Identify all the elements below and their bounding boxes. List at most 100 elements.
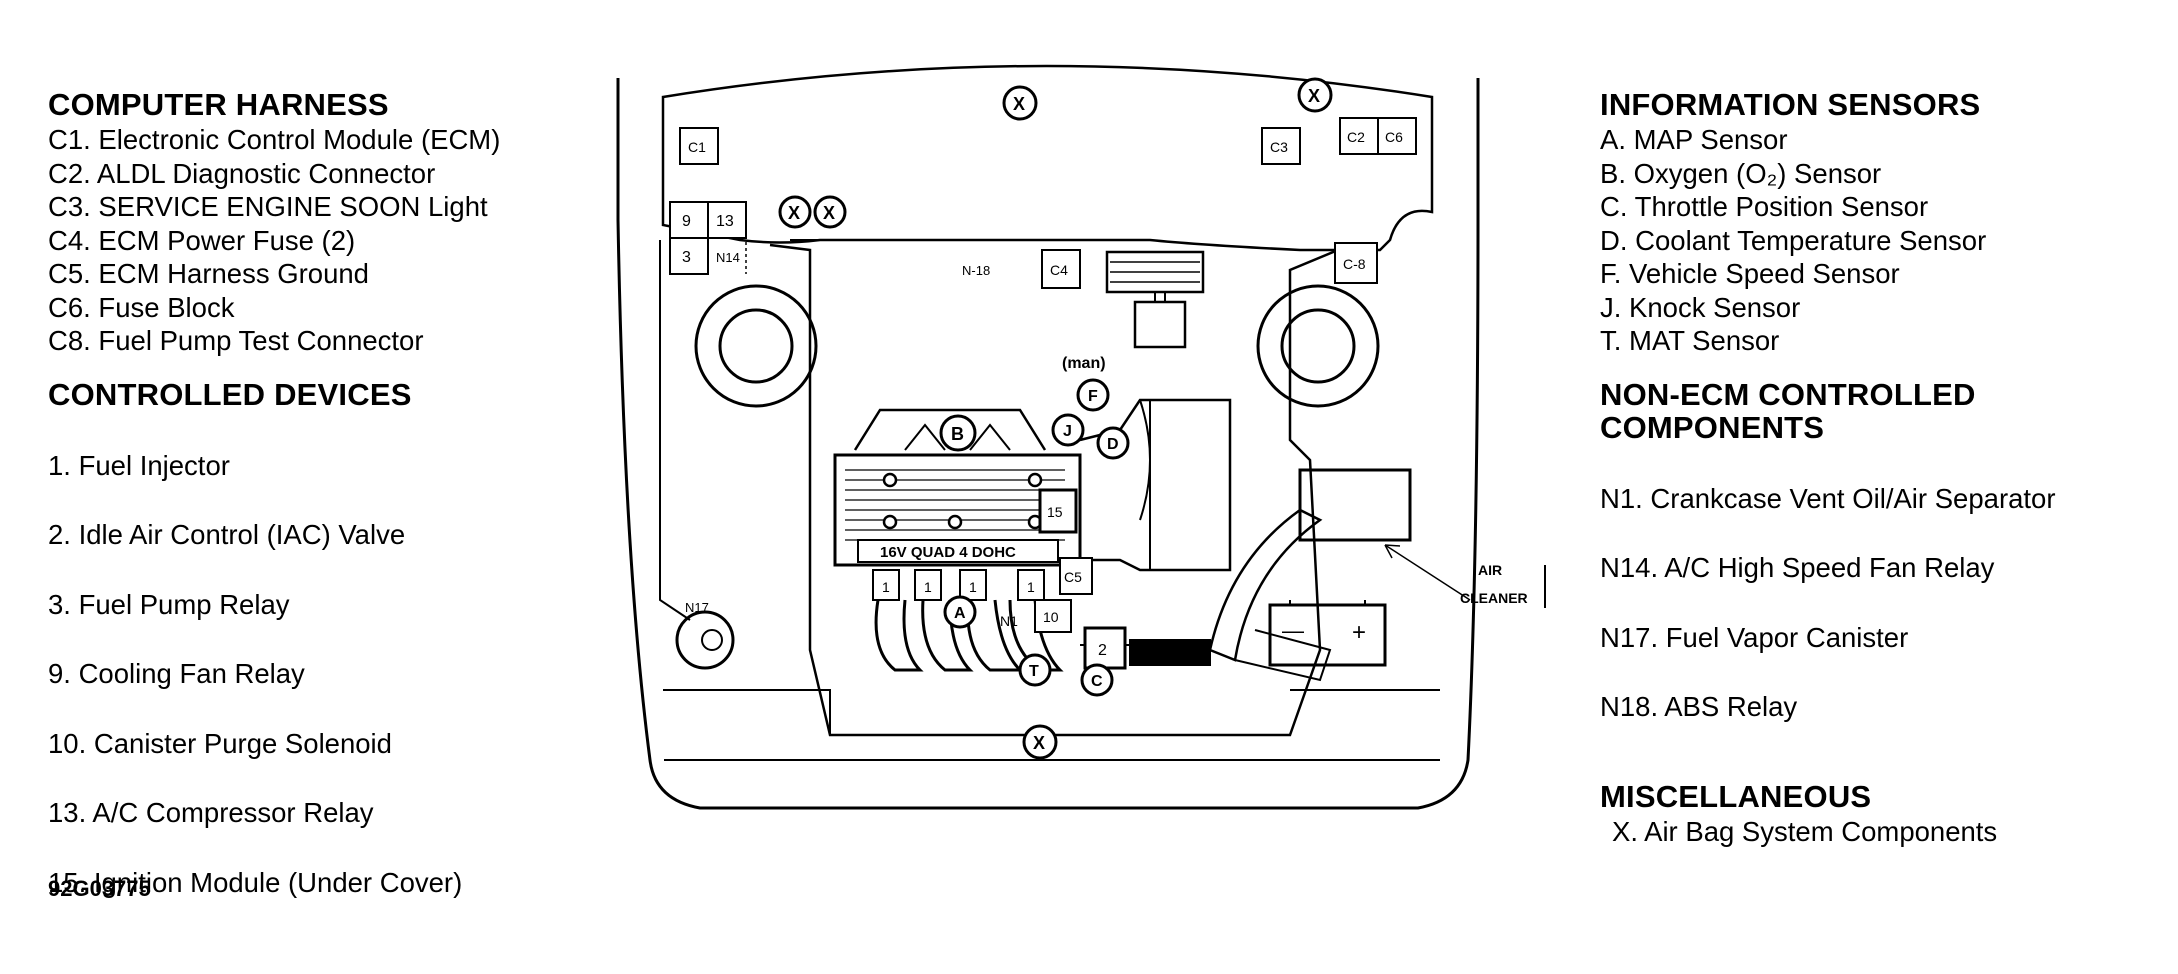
connector-boxes xyxy=(669,117,1417,670)
brake-master-stem xyxy=(1154,292,1166,302)
c8-box xyxy=(1334,242,1378,284)
ignition-module-box xyxy=(1038,488,1078,534)
label-relay-3: 3 xyxy=(682,249,691,266)
injector-1b-box xyxy=(914,569,942,601)
label-relay-9: 9 xyxy=(682,213,691,230)
battery xyxy=(1268,603,1387,667)
air-intake-duct xyxy=(1208,508,1323,662)
figure-id: 92G03775 xyxy=(48,876,151,901)
label-air: AIR xyxy=(1478,562,1502,578)
legend-item-n17: N17. Fuel Vapor Canister xyxy=(1600,621,1909,653)
legend-item-c: C. Throttle Position Sensor xyxy=(1600,191,1929,222)
c3-box xyxy=(1261,127,1301,165)
computer-harness-heading: COMPUTER HARNESS xyxy=(48,87,389,122)
information-sensors-heading: INFORMATION SENSORS xyxy=(1600,87,1981,122)
label-cleaner: CLEANER xyxy=(1460,590,1528,606)
controlled-devices-heading: CONTROLLED DEVICES xyxy=(48,376,412,412)
intake-curves xyxy=(1139,399,1151,570)
throttle-hose xyxy=(1129,639,1211,666)
label-n18: N-18 xyxy=(962,263,990,278)
marker-c xyxy=(1080,663,1114,697)
marker-j xyxy=(1051,413,1085,447)
label-injector-1c: 1 xyxy=(969,579,977,595)
battery-terminals xyxy=(1289,600,1366,605)
label-man: (man) xyxy=(1062,355,1106,372)
label-battery-minus: — xyxy=(1282,618,1304,643)
legend-item-t: T. MAT Sensor xyxy=(1600,325,1780,356)
legend-item-10: 10. Canister Purge Solenoid xyxy=(48,727,392,759)
air-cleaner-leader xyxy=(1384,544,1471,601)
marker-t-label: T xyxy=(1029,663,1039,680)
vapor-canister-inner xyxy=(701,629,723,651)
label-relay-13: 13 xyxy=(716,213,734,230)
relay-3-box xyxy=(669,237,709,275)
left-strut-tower-outer xyxy=(694,284,818,408)
legend-item-c2: C2. ALDL Diagnostic Connector xyxy=(48,157,436,189)
air-cleaner-box xyxy=(1298,468,1412,542)
label-injector-1b: 1 xyxy=(924,579,932,595)
intake-runners xyxy=(874,599,1064,672)
marker-x-mid-1 xyxy=(778,195,812,229)
label-c8: C-8 xyxy=(1343,256,1366,272)
legend-item-15: 15. Ignition Module (Under Cover) xyxy=(48,866,463,898)
non-ecm-list: N1. Crankcase Vent Oil/Air Separator N14… xyxy=(1600,446,2055,760)
marker-x-top-2 xyxy=(1297,77,1333,113)
label-c3: C3 xyxy=(1270,139,1288,155)
label-c4: C4 xyxy=(1050,262,1068,278)
label-n14: N14 xyxy=(716,250,740,265)
lower-crossmember xyxy=(663,689,831,735)
label-engine: 16V QUAD 4 DOHC xyxy=(880,544,1016,561)
legend-left: COMPUTER HARNESS C1. Electronic Control … xyxy=(48,88,500,935)
marker-x-top-1-label: X xyxy=(1013,94,1025,114)
marker-t xyxy=(1018,653,1052,687)
legend-item-b: B. Oxygen (O₂) Sensor xyxy=(1600,157,1882,189)
relay-10-box xyxy=(1034,599,1072,633)
legend-item-f: F. Vehicle Speed Sensor xyxy=(1600,258,1900,289)
marker-b-label: B xyxy=(951,424,964,444)
legend-item-c4: C4. ECM Power Fuse (2) xyxy=(48,224,356,256)
marker-x-bottom-label: X xyxy=(1033,733,1045,753)
diagram-text: C1 C3 C2 C6 C4 C-8 9 13 3 N14 N-18 N17 N… xyxy=(682,86,1528,753)
marker-j-label: J xyxy=(1063,423,1072,440)
legend-item-c3: C3. SERVICE ENGINE SOON Light xyxy=(48,191,488,222)
injector-1c-box xyxy=(959,569,987,601)
engine-bay-outline xyxy=(769,243,1351,737)
cam-cover-top xyxy=(853,408,1047,451)
marker-x-mid-2 xyxy=(813,195,847,229)
marker-d xyxy=(1096,426,1130,460)
legend-item-a: A. MAP Sensor xyxy=(1600,124,1788,155)
label-c5: C5 xyxy=(1064,569,1082,585)
label-relay-2: 2 xyxy=(1098,642,1107,659)
legend-item-n14: N14. A/C High Speed Fan Relay xyxy=(1600,552,1995,583)
legend-item-j: J. Knock Sensor xyxy=(1600,291,1801,323)
legend-right: INFORMATION SENSORS A. MAP Sensor B. Oxy… xyxy=(1600,88,2055,848)
label-c1: C1 xyxy=(688,139,706,155)
car-body-outline xyxy=(616,78,1480,810)
marker-a-label: A xyxy=(954,605,966,622)
c1-box xyxy=(679,127,719,165)
marker-f xyxy=(1076,378,1110,412)
engine-cam-cover xyxy=(833,453,1082,567)
marker-c-label: C xyxy=(1091,673,1103,690)
legend-item-c1: C1. Electronic Control Module (ECM) xyxy=(48,124,501,155)
cam-cover-bolts xyxy=(882,472,1043,530)
controlled-devices-list: 1. Fuel Injector 2. Idle Air Control (IA… xyxy=(48,413,500,936)
legend-item-c5: C5. ECM Harness Ground xyxy=(48,258,369,289)
injector-1a-box xyxy=(872,569,900,601)
non-ecm-heading-line1: NON-ECM CONTROLLED xyxy=(1600,376,1976,412)
legend-item-2: 2. Idle Air Control (IAC) Valve xyxy=(48,519,406,550)
label-n17: N17 xyxy=(685,600,709,615)
legend-item-c8: C8. Fuel Pump Test Connector xyxy=(48,325,424,356)
legend-item-n18: N18. ABS Relay xyxy=(1600,691,1798,722)
miscellaneous-heading: MISCELLANEOUS xyxy=(1600,778,1872,814)
marker-x-top-2-label: X xyxy=(1308,86,1320,106)
c5-box xyxy=(1059,557,1093,595)
right-strut-tower-inner xyxy=(1280,308,1356,384)
relay-13-box xyxy=(707,201,747,239)
sensor-markers xyxy=(778,77,1333,760)
legend-item-13: 13. A/C Compressor Relay xyxy=(48,797,374,828)
n14-outline xyxy=(708,237,747,274)
c2-box xyxy=(1339,117,1379,155)
injector-1d-box xyxy=(1017,569,1045,601)
